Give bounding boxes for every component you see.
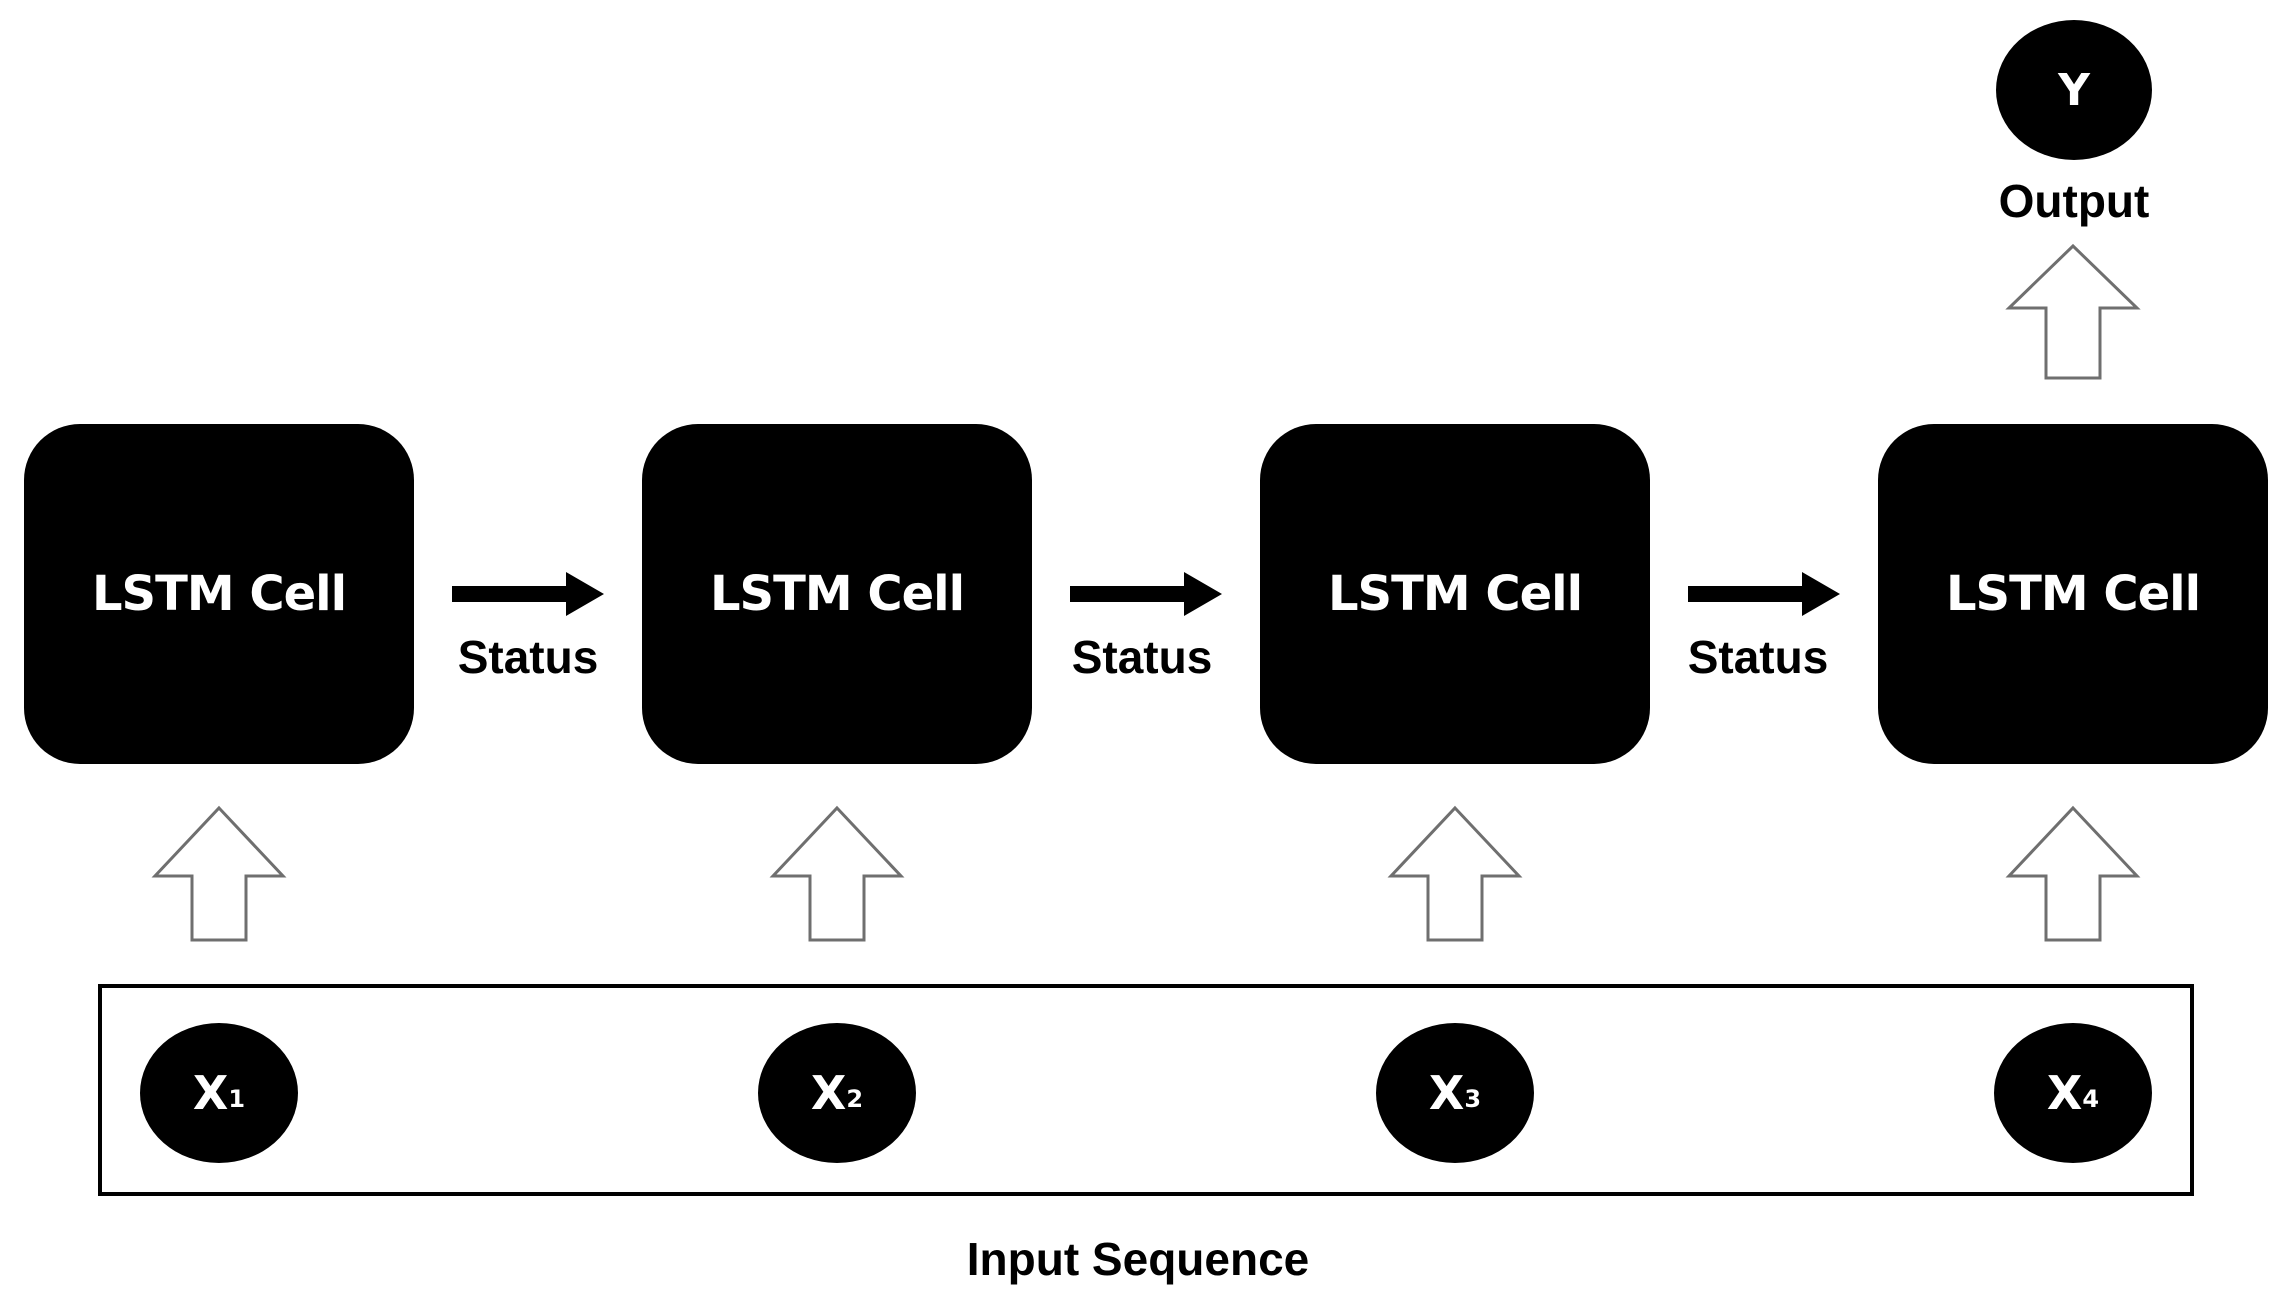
input-arrow-1 xyxy=(151,805,287,942)
lstm-cell-1: LSTM Cell xyxy=(24,424,414,764)
status-label-3: Status xyxy=(1687,631,1829,683)
state-arrow-1 xyxy=(452,572,604,616)
state-arrow-2 xyxy=(1070,572,1222,616)
lstm-cell-label: LSTM Cell xyxy=(1327,566,1583,622)
output-node-y: Y xyxy=(1996,20,2152,160)
status-label-1: Status xyxy=(457,631,599,683)
input-symbol: X xyxy=(810,1066,847,1120)
input-sequence-label: Input Sequence xyxy=(966,1233,1310,1285)
input-symbol: X xyxy=(2046,1066,2083,1120)
lstm-cell-label: LSTM Cell xyxy=(709,566,965,622)
output-symbol: Y xyxy=(2058,64,2090,116)
lstm-cell-4: LSTM Cell xyxy=(1878,424,2268,764)
input-arrow-3 xyxy=(1387,805,1523,942)
input-index: 1 xyxy=(228,1085,246,1113)
input-index: 2 xyxy=(846,1085,864,1113)
input-symbol: X xyxy=(192,1066,229,1120)
input-index: 4 xyxy=(2082,1085,2100,1113)
lstm-cell-label: LSTM Cell xyxy=(1945,566,2201,622)
output-label: Output xyxy=(1998,175,2150,227)
lstm-cell-label: LSTM Cell xyxy=(91,566,347,622)
input-arrow-2 xyxy=(769,805,905,942)
lstm-cell-2: LSTM Cell xyxy=(642,424,1032,764)
status-label-2: Status xyxy=(1071,631,1213,683)
input-symbol: X xyxy=(1428,1066,1465,1120)
input-arrow-4 xyxy=(2005,805,2141,942)
lstm-cell-3: LSTM Cell xyxy=(1260,424,1650,764)
input-sequence-box xyxy=(98,984,2194,1196)
output-arrow xyxy=(2005,243,2141,380)
input-index: 3 xyxy=(1464,1085,1482,1113)
state-arrow-3 xyxy=(1688,572,1840,616)
